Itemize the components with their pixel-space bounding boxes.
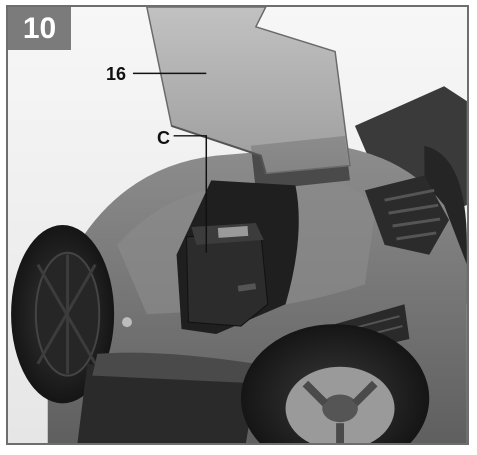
front-left-wheel (11, 225, 115, 404)
lawn-mower-illustration (8, 7, 467, 443)
screw-hole (122, 317, 132, 328)
figure-frame: 10 16 C (6, 5, 469, 445)
callout-label-lid: 16 (106, 64, 127, 84)
front-right-wheel (240, 324, 430, 443)
battery-icon (185, 223, 269, 327)
leader-line-c (173, 135, 208, 253)
grille-vents (384, 188, 441, 241)
step-number-badge: 10 (8, 7, 71, 50)
front-bumper (92, 352, 261, 384)
callout-label-battery: C (157, 128, 170, 148)
front-skirt (77, 363, 256, 443)
